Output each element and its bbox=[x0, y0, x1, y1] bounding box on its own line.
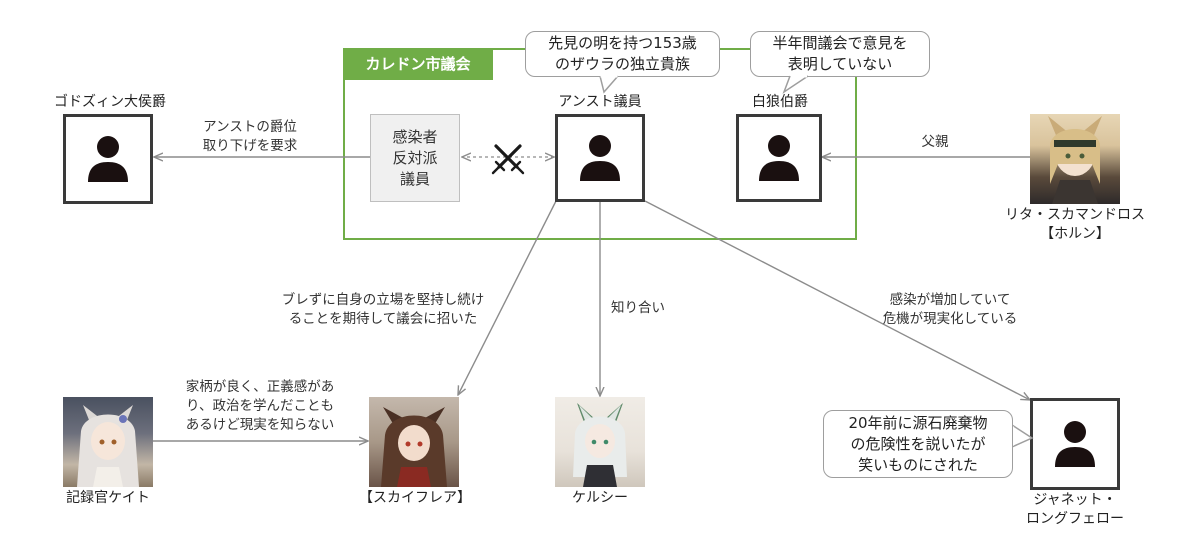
edge-label-kate-skyfrare-line1: 家柄が良く、正義感があ bbox=[160, 378, 360, 397]
edge-label-anst-skyfrare-line2: ることを期待して議会に招いた bbox=[258, 310, 508, 329]
edge-label-kate-skyfrare: 家柄が良く、正義感があ り、政治を学んだことも あるけど現実を知らない bbox=[160, 378, 360, 435]
edge-label-kate-skyfrare-line2: り、政治を学んだことも bbox=[160, 397, 360, 416]
edge-label-kate-skyfrare-line3: あるけど現実を知らない bbox=[160, 416, 360, 435]
edge-label-anst-janet-line2: 危機が現実化している bbox=[855, 310, 1045, 329]
edge-label-to-godswin-line2: 取り下げを要求 bbox=[185, 137, 315, 156]
edge-label-anst-skyfrare-line1: ブレずに自身の立場を堅持し続け bbox=[258, 291, 508, 310]
edge-label-to-godswin-line1: アンストの爵位 bbox=[185, 118, 315, 137]
edge-label-anst-kelsey: 知り合い bbox=[603, 299, 673, 318]
edge-label-anst-skyfrare: ブレずに自身の立場を堅持し続け ることを期待して議会に招いた bbox=[258, 291, 508, 329]
janet-callout-line3: 笑いものにされた bbox=[848, 455, 987, 476]
edge-label-rita-hakuro: 父親 bbox=[905, 133, 965, 152]
edge-label-to-godswin: アンストの爵位 取り下げを要求 bbox=[185, 118, 315, 156]
janet-callout-line1: 20年前に源石廃棄物 bbox=[848, 413, 987, 434]
edge-label-anst-janet: 感染が増加していて 危機が現実化している bbox=[855, 291, 1045, 329]
edge-label-anst-janet-line1: 感染が増加していて bbox=[855, 291, 1045, 310]
janet-callout: 20年前に源石廃棄物 の危険性を説いたが 笑いものにされた bbox=[823, 410, 1013, 478]
janet-callout-line2: の危険性を説いたが bbox=[848, 434, 987, 455]
